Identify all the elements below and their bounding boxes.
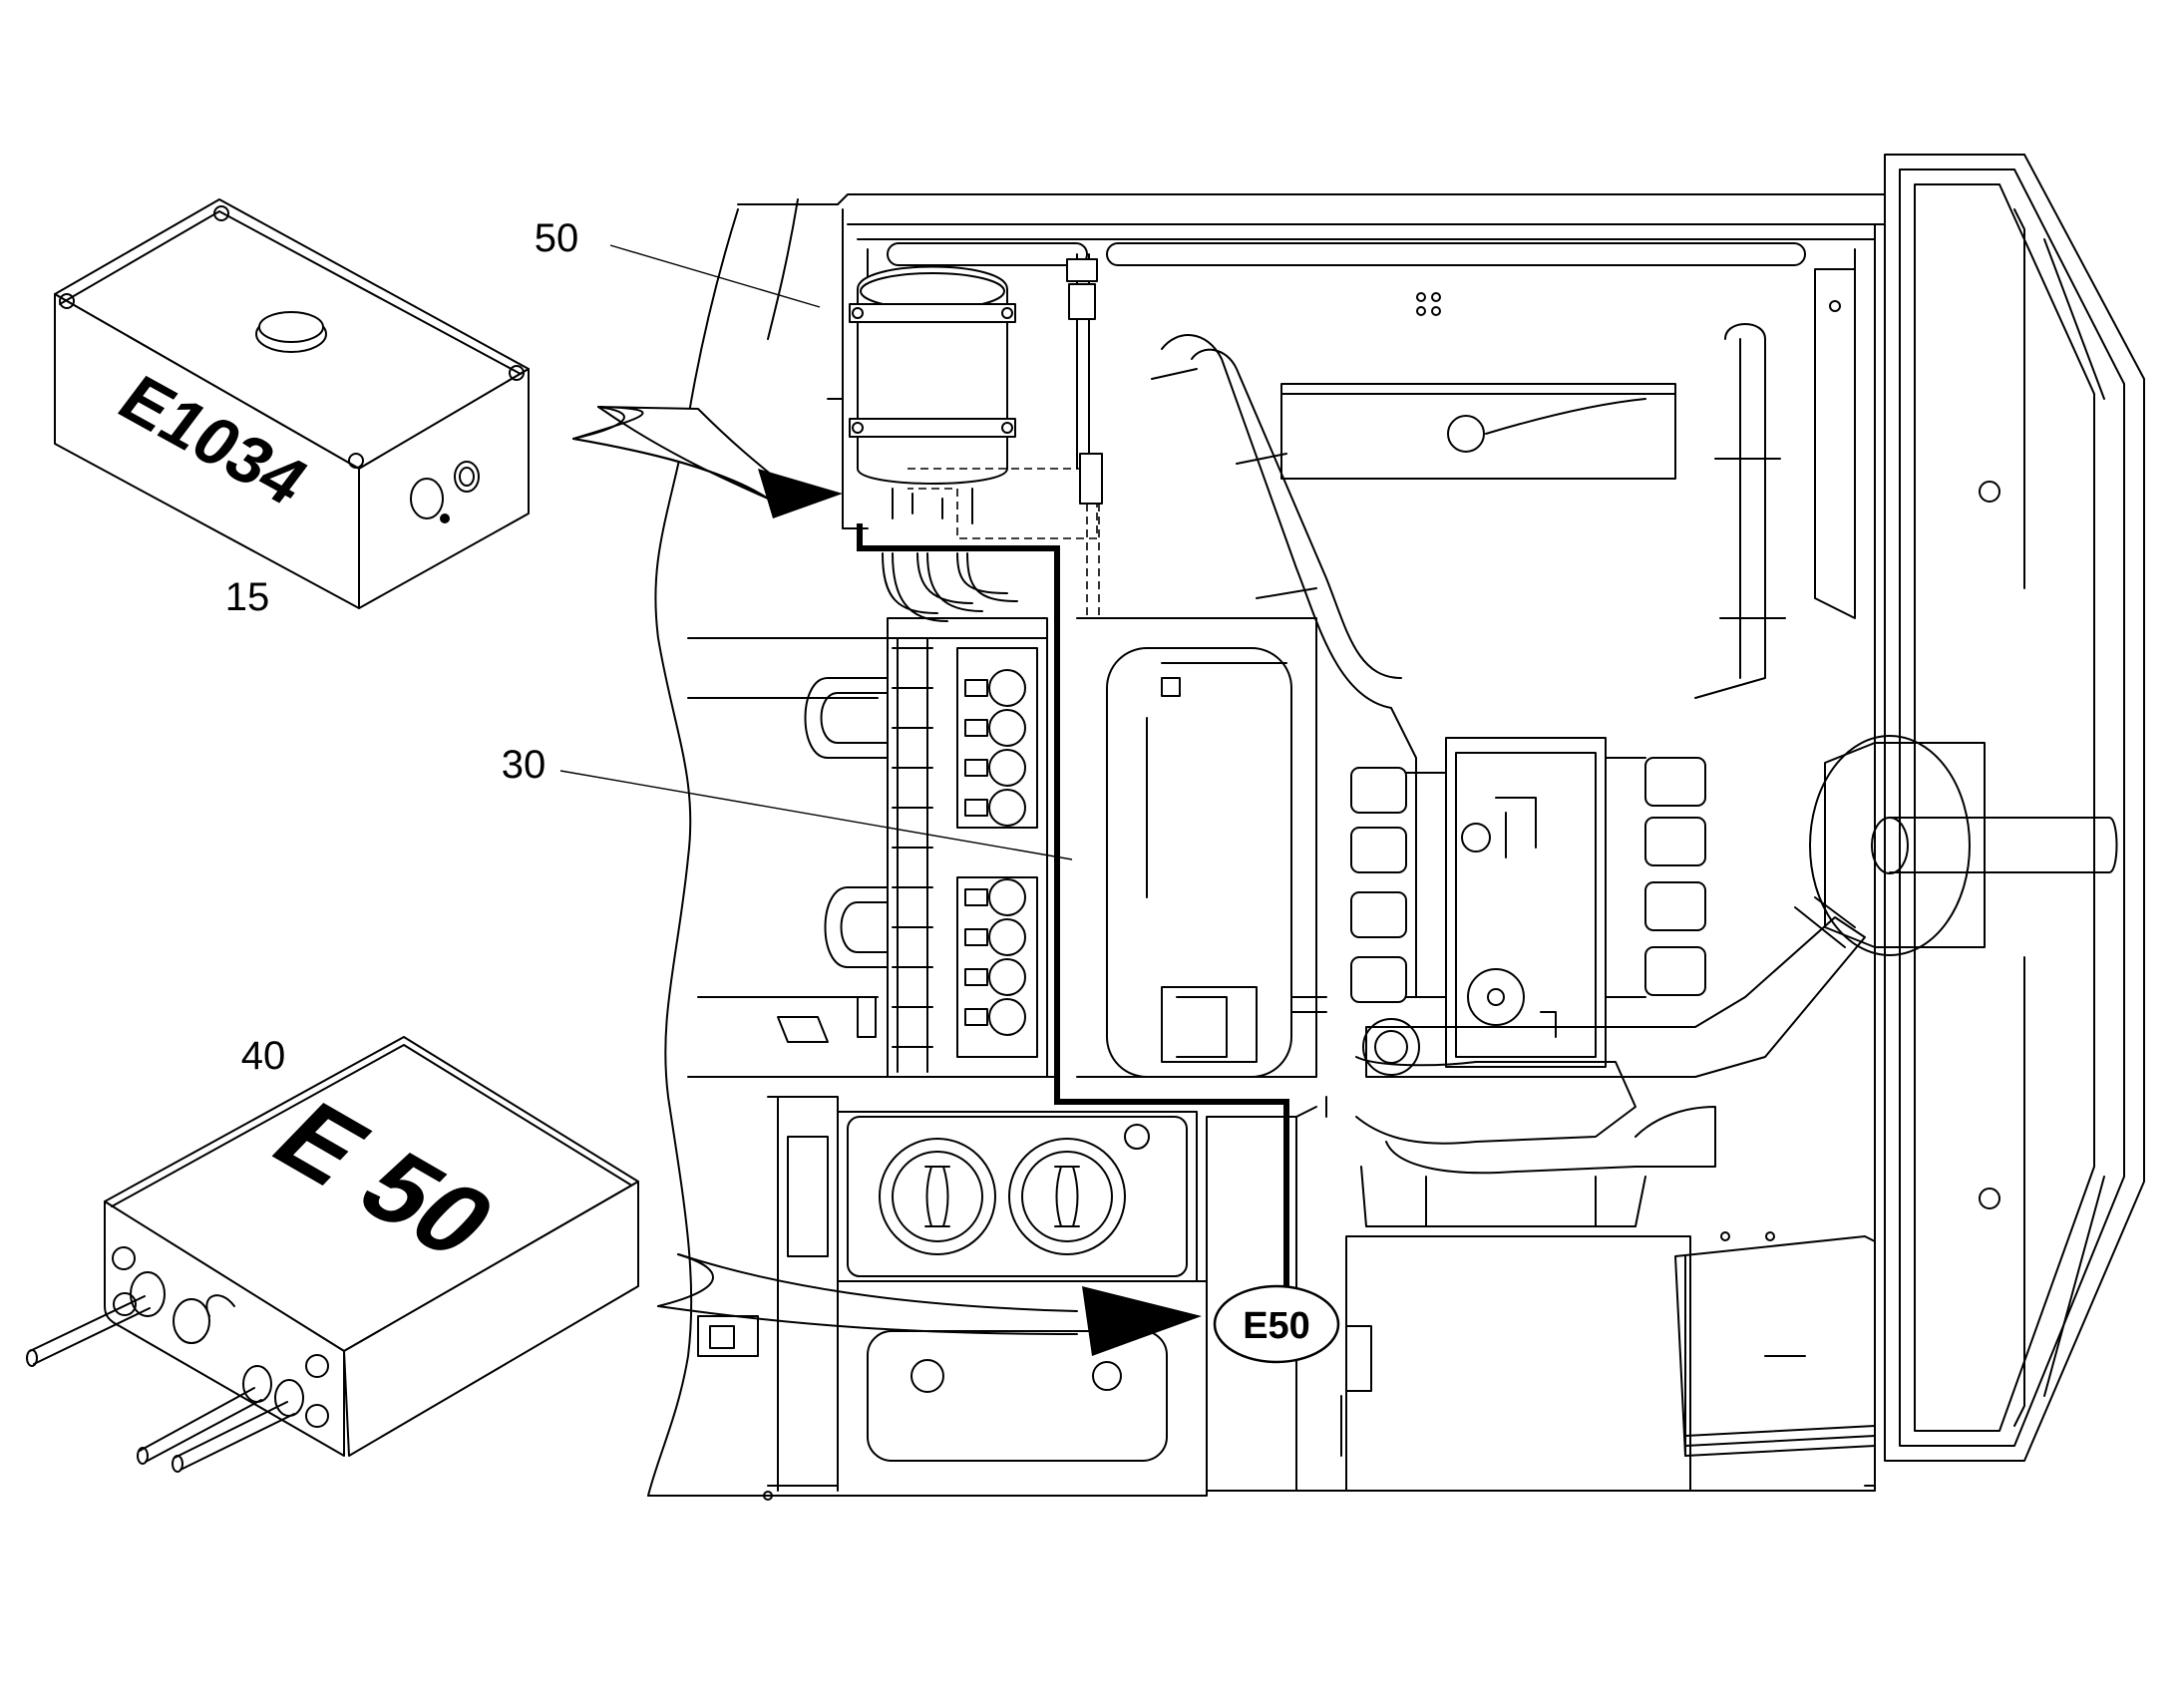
filter-cap-right: [1008, 1138, 1126, 1255]
hood-panel: [1814, 154, 2145, 1462]
center-panel: [1076, 617, 1327, 1078]
air-intake-piping: [1151, 323, 2118, 1078]
leader-30: [559, 770, 1073, 860]
hydraulic-line-30: [857, 523, 1289, 1306]
hydraulic-fittings-upper: [956, 647, 1038, 829]
filter-cap-left: [879, 1138, 996, 1255]
hydraulic-fittings-lower: [956, 876, 1038, 1058]
arrow-head: [1082, 1286, 1202, 1356]
valve-sections: [892, 637, 933, 1073]
fuel-tank-assembly: [697, 1096, 1208, 1492]
accumulator-tank: [827, 208, 1103, 622]
air-cleaner: [1809, 735, 2118, 956]
callout-40: 40: [241, 1034, 286, 1078]
battery-box: [1674, 1235, 1876, 1457]
lower-module: [1206, 1096, 1876, 1492]
arrow-to-tank: [572, 406, 843, 518]
cylinder-heads-right: [1605, 757, 1706, 998]
line-route: [857, 523, 1289, 1306]
box-e1034: E1034: [54, 198, 530, 609]
arrow-to-e50: [657, 1253, 1202, 1356]
control-valve-bank: [687, 617, 1058, 1078]
cylinder-heads-left: [1350, 767, 1447, 1003]
leader-lines: [559, 244, 1073, 860]
arrow-head: [758, 469, 843, 518]
e50-location-tag: E50: [1213, 1284, 1340, 1364]
callout-50: 50: [535, 216, 579, 260]
mounting-bolts: [763, 292, 1841, 1501]
engine-block: [1350, 737, 1716, 1227]
leader-50: [609, 244, 821, 308]
callout-30: 30: [502, 743, 546, 787]
callout-15: 15: [225, 575, 270, 619]
e50-location-tag-label: E50: [1243, 1305, 1310, 1347]
box-e50: E 50: [26, 1036, 639, 1473]
